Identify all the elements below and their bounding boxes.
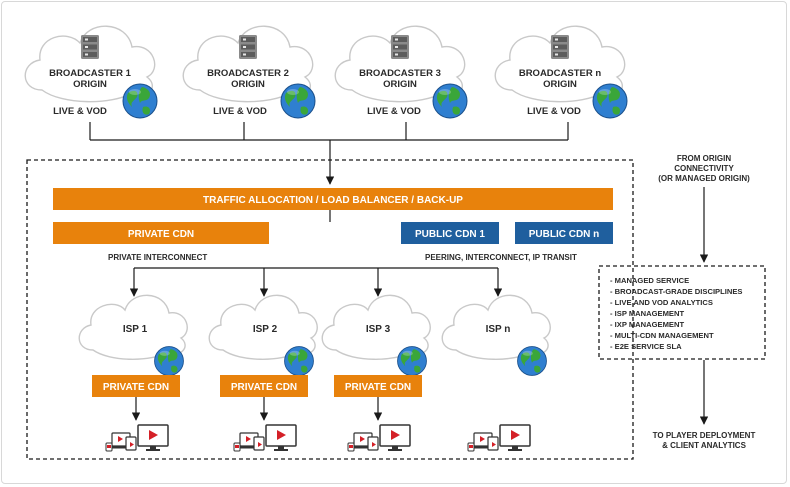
device-connectors xyxy=(131,397,383,421)
service-item: - ISP MANAGEMENT xyxy=(610,309,684,318)
broadcaster-3: BROADCASTER 3 ORIGIN xyxy=(334,25,468,119)
traffic-allocation-bar xyxy=(53,188,613,210)
globe-icon xyxy=(280,83,316,119)
globe-icon xyxy=(517,346,547,376)
globe-icon xyxy=(122,83,158,119)
service-item: - IXP MANAGEMENT xyxy=(610,320,684,329)
services-box xyxy=(598,265,766,360)
side-top-line-3: (OR MANAGED ORIGIN) xyxy=(658,174,750,183)
isp-3-private-cdn xyxy=(334,375,422,397)
devices-icon xyxy=(233,424,297,452)
globe-icon xyxy=(284,346,314,376)
service-item: - MULTI-CDN MANAGEMENT xyxy=(610,331,714,340)
isp-label: ISP n xyxy=(486,324,511,335)
broadcaster-name: BROADCASTER 2 xyxy=(207,68,289,79)
broadcaster-origin: ORIGIN xyxy=(383,79,417,90)
isp-1-private-cdn xyxy=(92,375,180,397)
devices-icon xyxy=(467,424,531,452)
managed-boundary xyxy=(26,159,634,460)
side-bottom-line-2: & CLIENT ANALYTICS xyxy=(662,441,747,450)
private-interconnect-label: PRIVATE INTERCONNECT xyxy=(108,253,207,262)
globe-icon xyxy=(154,346,184,376)
isp-label: ISP 3 xyxy=(366,324,391,335)
traffic-allocation-label: TRAFFIC ALLOCATION / LOAD BALANCER / BAC… xyxy=(203,195,463,206)
devices-icon xyxy=(347,424,411,452)
isp-2: ISP 2 xyxy=(208,294,318,376)
broadcaster-caption: LIVE & VOD xyxy=(367,106,421,117)
broadcaster-origin: ORIGIN xyxy=(543,79,577,90)
broadcaster-origin: ORIGIN xyxy=(73,79,107,90)
service-item: - LIVE AND VOD ANALYTICS xyxy=(610,298,713,307)
broadcaster-name: BROADCASTER n xyxy=(519,68,602,79)
broadcaster-name: BROADCASTER 1 xyxy=(49,68,132,79)
isp-private-cdn-label: PRIVATE CDN xyxy=(103,382,169,393)
isp-private-cdn-label: PRIVATE CDN xyxy=(345,382,411,393)
isp-label: ISP 2 xyxy=(253,324,278,335)
isp-label: ISP 1 xyxy=(123,324,148,335)
private-cdn-top-label: PRIVATE CDN xyxy=(128,229,194,240)
devices-icon xyxy=(105,424,169,452)
peering-label: PEERING, INTERCONNECT, IP TRANSIT xyxy=(425,253,577,262)
service-item: - BROADCAST-GRADE DISCIPLINES xyxy=(610,287,742,296)
isp-3: ISP 3 xyxy=(321,294,431,376)
service-item: - E2E SERVICE SLA xyxy=(610,342,682,351)
broadcaster-n: BROADCASTER n ORIGIN xyxy=(494,25,628,119)
isp-2-private-cdn xyxy=(220,375,308,397)
globe-icon xyxy=(432,83,468,119)
side-top-line-1: FROM ORIGIN xyxy=(677,154,731,163)
public-cdn-1-label: PUBLIC CDN 1 xyxy=(415,229,485,240)
broadcaster-caption: LIVE & VOD xyxy=(527,106,581,117)
isp-1: ISP 1 xyxy=(78,294,188,376)
broadcaster-2: BROADCASTER 2 ORIGIN xyxy=(182,25,316,119)
globe-icon xyxy=(592,83,628,119)
broadcaster-origin: ORIGIN xyxy=(231,79,265,90)
side-bottom-line-1: TO PLAYER DEPLOYMENT xyxy=(653,431,756,440)
broadcaster-name: BROADCASTER 3 xyxy=(359,68,441,79)
service-item: - MANAGED SERVICE xyxy=(610,276,689,285)
public-cdn-n-label: PUBLIC CDN n xyxy=(529,229,600,240)
public-cdn-n xyxy=(515,222,613,244)
isp-n: ISP n xyxy=(441,294,551,376)
isp-private-cdn-label: PRIVATE CDN xyxy=(231,382,297,393)
broadcaster-1: BROADCASTER 1 ORIGIN xyxy=(24,25,158,119)
broadcaster-caption: LIVE & VOD xyxy=(53,106,107,117)
distribution-connectors xyxy=(129,210,503,297)
broadcaster-caption: LIVE & VOD xyxy=(213,106,267,117)
public-cdn-1 xyxy=(401,222,499,244)
globe-icon xyxy=(397,346,427,376)
origin-connectors xyxy=(89,122,569,185)
side-top-line-2: CONNECTIVITY xyxy=(674,164,734,173)
private-cdn-top xyxy=(53,222,269,244)
